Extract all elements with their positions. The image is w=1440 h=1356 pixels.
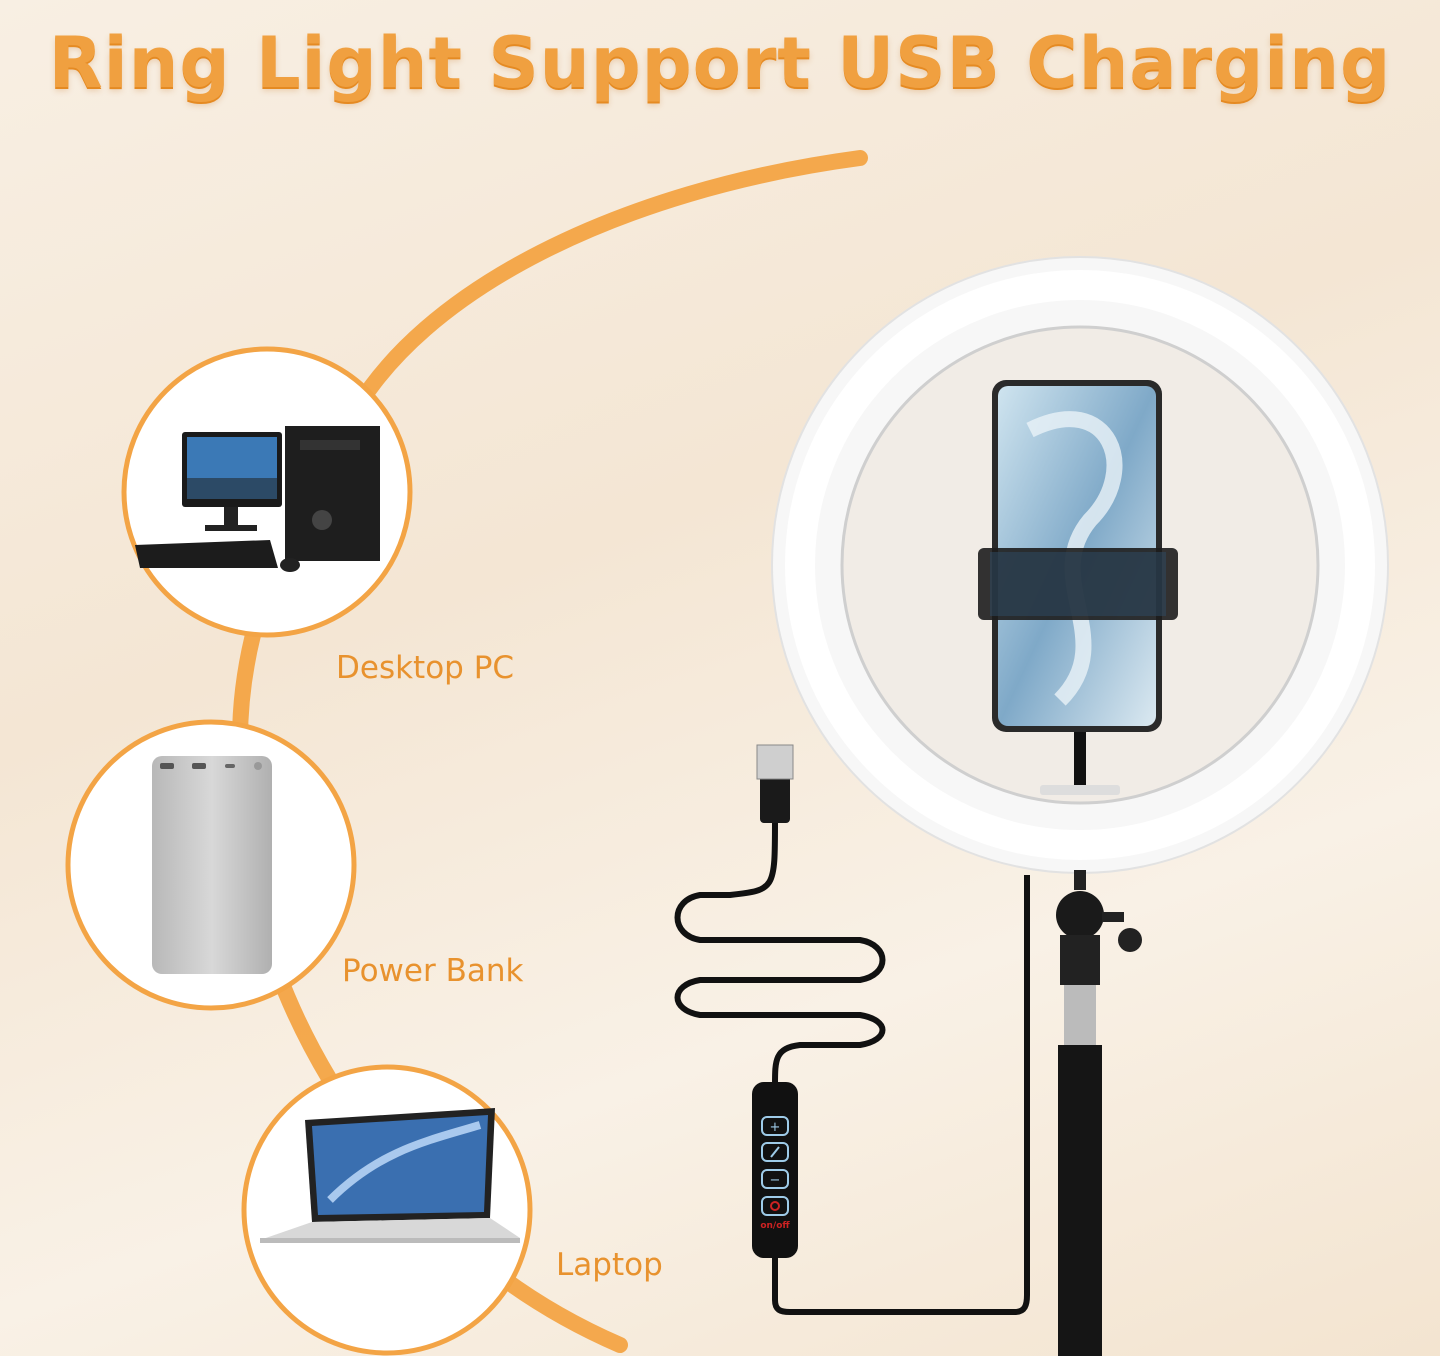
gooseneck (1074, 732, 1086, 792)
svg-text:+: + (770, 1120, 781, 1135)
page-title: Ring Light Support USB Charging (48, 22, 1392, 104)
usb-plug-icon (756, 744, 794, 823)
power-bank-icon (152, 756, 272, 974)
label-desktop-pc: Desktop PC (336, 650, 515, 686)
ring-light (771, 256, 1389, 874)
laptop-icon (260, 1108, 520, 1243)
increase-brightness-button: + (761, 1116, 789, 1136)
power-label: on/off (760, 1221, 790, 1231)
label-laptop: Laptop (556, 1247, 663, 1283)
svg-text:−: − (770, 1173, 781, 1188)
desktop-pc-icon (135, 426, 380, 572)
desktop-pc-circle (121, 346, 413, 638)
laptop-circle (241, 1064, 533, 1356)
decrease-brightness-button: − (761, 1169, 789, 1189)
power-button (761, 1196, 789, 1216)
mode-button (761, 1142, 789, 1162)
usb-cable (674, 744, 1030, 1315)
light-stand (1056, 870, 1142, 1356)
inline-controller: + − on/off (752, 1082, 798, 1258)
phone (978, 380, 1178, 732)
power-bank-circle (65, 719, 357, 1011)
label-power-bank: Power Bank (342, 953, 524, 989)
